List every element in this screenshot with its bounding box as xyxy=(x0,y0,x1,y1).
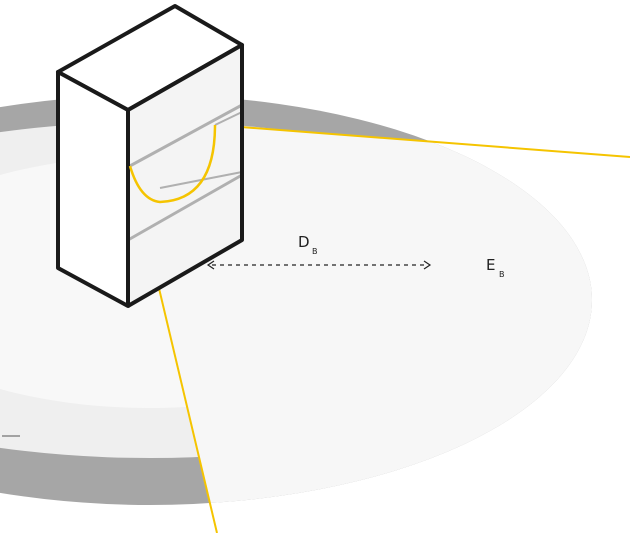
shelf-top-front xyxy=(214,111,243,126)
cabinet-right-edge xyxy=(126,43,244,308)
distance-label: D B xyxy=(298,232,318,256)
cabinet-front xyxy=(56,70,130,308)
shelf-top-back xyxy=(127,103,243,169)
distance-arrow xyxy=(206,260,432,270)
light-source-arc xyxy=(128,124,217,204)
cone-edge-upper xyxy=(214,124,630,158)
cabinet-opening xyxy=(128,45,242,306)
shelf-bottom xyxy=(127,173,243,242)
zone-label: E B xyxy=(486,255,505,279)
cabinet xyxy=(56,4,244,308)
